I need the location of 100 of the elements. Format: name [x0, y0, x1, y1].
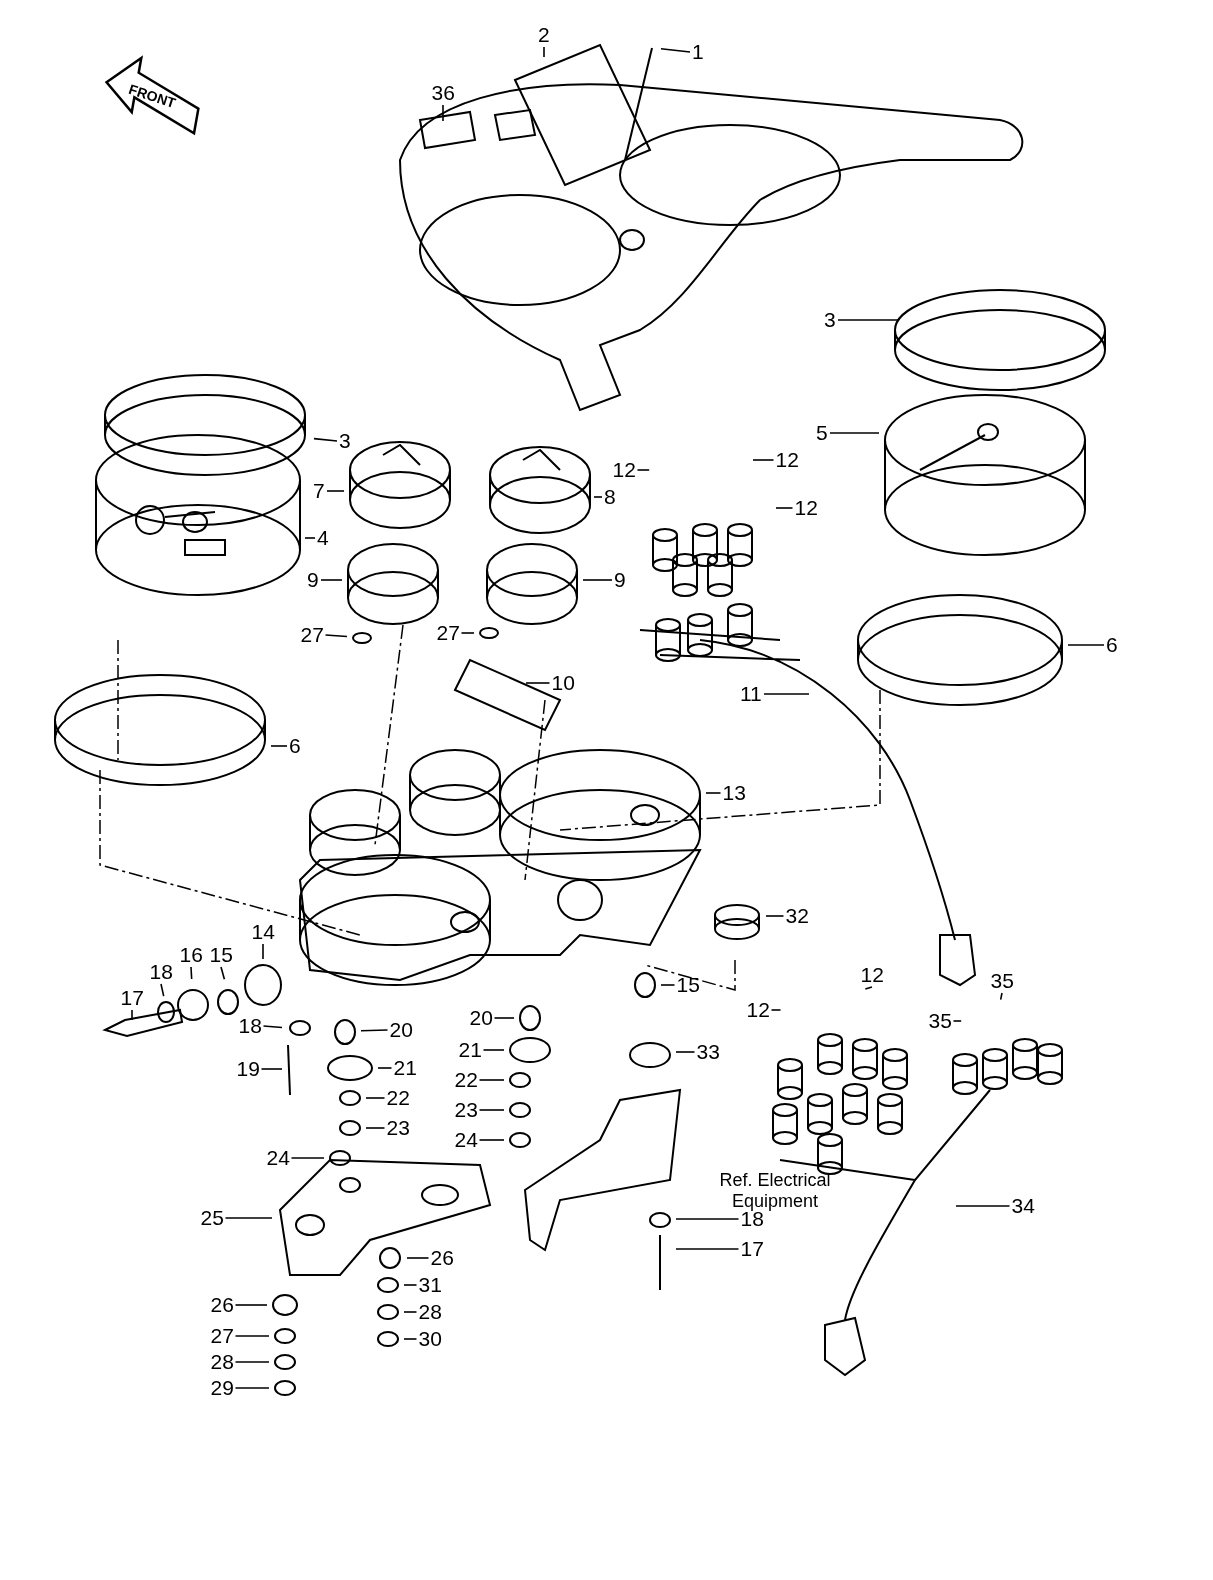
leader-line: [406, 1257, 430, 1259]
leader-line: [313, 437, 338, 442]
leader-line: [705, 792, 722, 794]
callout-number: 9: [307, 569, 319, 591]
leader-line: [304, 537, 316, 539]
leader-line: [775, 507, 794, 509]
callout-number: 31: [418, 1274, 442, 1296]
leader-line: [365, 1097, 386, 1099]
leader-line: [190, 966, 193, 980]
leader-line: [752, 459, 775, 461]
leader-line: [952, 1020, 962, 1022]
callout-number: 21: [393, 1057, 417, 1079]
leader-line: [999, 992, 1003, 1001]
callout-number: 27: [300, 624, 324, 646]
leader-line: [290, 1157, 325, 1159]
callout-number: 17: [740, 1238, 764, 1260]
leader-line: [675, 1051, 696, 1053]
leader-line: [829, 432, 880, 434]
leader-line: [320, 579, 343, 581]
callout-number: 28: [210, 1351, 234, 1373]
callout-number: 21: [458, 1039, 482, 1061]
leader-line: [234, 1361, 270, 1363]
leader-line: [377, 1067, 393, 1069]
callout-number: 6: [289, 735, 301, 757]
leader-line: [478, 1079, 505, 1081]
callout-number: 2: [538, 24, 550, 46]
leader-line: [460, 632, 475, 634]
callout-number: 8: [604, 486, 616, 508]
leader-line: [360, 1029, 389, 1032]
callout-number: 7: [313, 480, 325, 502]
leader-line: [270, 745, 288, 747]
leader-line: [864, 986, 873, 990]
callout-number: 32: [785, 905, 809, 927]
callout-number: 3: [824, 309, 836, 331]
leader-line: [131, 1009, 133, 1021]
callout-number: 29: [210, 1377, 234, 1399]
reference-note: Ref. Electrical Equipment: [718, 1170, 832, 1212]
callout-number: 30: [418, 1328, 442, 1350]
callout-number: 18: [238, 1015, 262, 1037]
callout-number: 15: [676, 974, 700, 996]
leader-line: [324, 634, 348, 638]
leader-line: [262, 943, 264, 960]
callout-number: 12: [612, 459, 636, 481]
callout-number: 4: [317, 527, 329, 549]
callout-number: 6: [1106, 634, 1118, 656]
leader-line: [955, 1205, 1011, 1207]
callout-number: 20: [469, 1007, 493, 1029]
callout-number: 13: [722, 782, 746, 804]
callout-number: 22: [454, 1069, 478, 1091]
leader-line: [234, 1304, 268, 1306]
leader-line: [493, 1017, 515, 1019]
leader-line: [660, 984, 676, 986]
callout-number: 26: [210, 1294, 234, 1316]
callout-number: 11: [740, 683, 762, 705]
leader-line: [262, 1025, 283, 1029]
callout-number: 24: [266, 1147, 290, 1169]
callout-number: 27: [210, 1325, 234, 1347]
leader-line: [482, 1049, 505, 1051]
callout-number: 12: [794, 497, 818, 519]
leader-line: [234, 1335, 270, 1337]
callout-number: 26: [430, 1247, 454, 1269]
callout-number: 22: [386, 1087, 410, 1109]
leader-line: [260, 1068, 283, 1070]
leader-line: [160, 983, 165, 997]
callout-number: 15: [209, 944, 233, 966]
leader-line: [543, 46, 545, 58]
leader-line: [403, 1284, 418, 1286]
leader-line: [478, 1139, 505, 1141]
leader-line: [365, 1127, 386, 1129]
callout-number: 24: [454, 1129, 478, 1151]
callout-number: 27: [436, 622, 460, 644]
leader-line: [763, 693, 810, 695]
leader-line: [582, 579, 613, 581]
callout-number: 34: [1011, 1195, 1035, 1217]
leader-line: [770, 1009, 782, 1011]
leader-line: [220, 966, 226, 980]
leader-line: [837, 319, 900, 321]
callout-number: 5: [816, 422, 828, 444]
leader-line: [326, 490, 345, 492]
leader-line: [660, 47, 691, 53]
leader-line: [765, 915, 785, 917]
leader-line: [593, 496, 603, 498]
leader-line: [1067, 644, 1105, 646]
leader-line: [636, 469, 650, 471]
callout-number: 3: [339, 430, 351, 452]
leader-line: [403, 1311, 418, 1313]
callout-number: 9: [614, 569, 626, 591]
leader-line: [442, 104, 444, 122]
callout-number: 35: [990, 970, 1014, 992]
callout-number: 19: [236, 1058, 260, 1080]
callout-number: 1: [692, 41, 704, 63]
direction-label: FRONT: [125, 79, 179, 114]
callout-number: 23: [386, 1117, 410, 1139]
callout-number: 16: [179, 944, 203, 966]
callout-number: 17: [120, 987, 144, 1009]
leader-line: [234, 1387, 270, 1389]
callout-number: 12: [746, 999, 770, 1021]
callout-number: 28: [418, 1301, 442, 1323]
callout-number: 33: [696, 1041, 720, 1063]
leader-line: [403, 1338, 418, 1340]
